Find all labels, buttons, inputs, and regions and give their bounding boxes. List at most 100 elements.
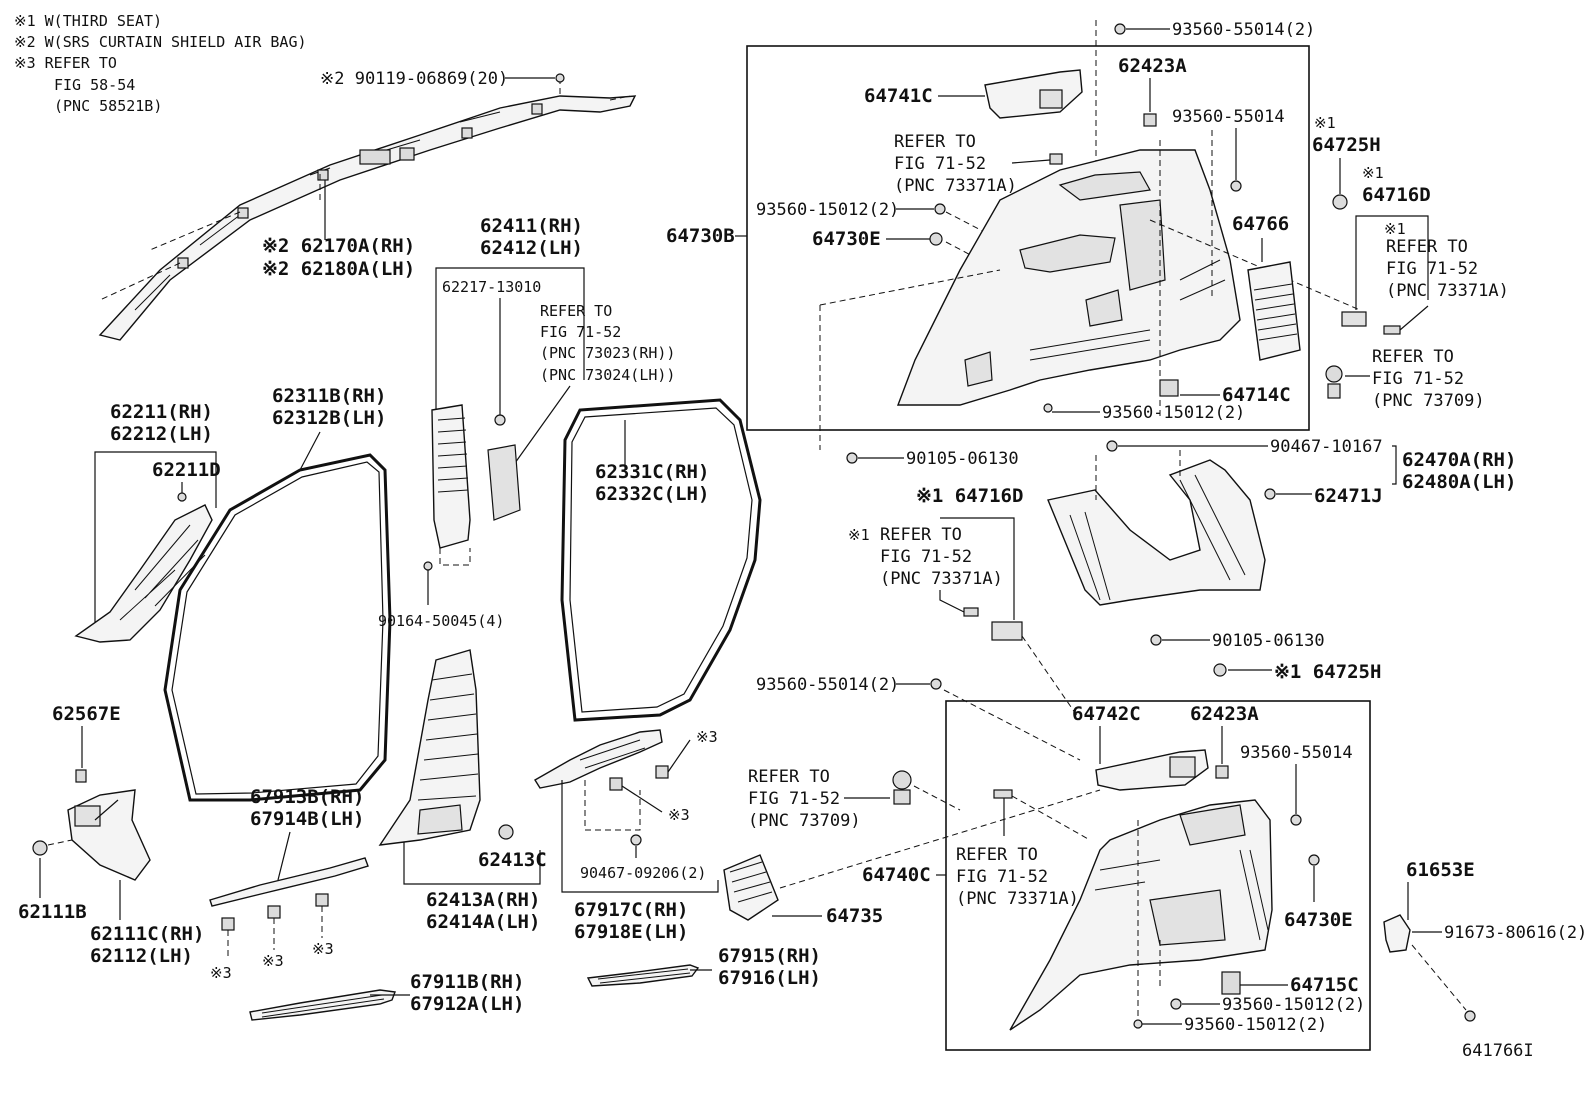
rear-weatherstrip-rh-label: 62331C(RH): [595, 461, 709, 483]
rear-scuff-rh-label: 67917C(RH): [574, 899, 688, 921]
right-64716d-label: 64716D: [1362, 184, 1431, 206]
upper-box-outer-label: 64730B: [666, 225, 735, 247]
clip-icon: [934, 203, 946, 215]
screw-icon: [32, 840, 48, 856]
lower-64742c-label: 64742C: [1072, 703, 1141, 725]
rear-scuff-ref-a: ※3: [696, 728, 718, 746]
clip-icon: [892, 770, 912, 790]
middle-64725h-label: ※1 64725H: [1274, 661, 1381, 683]
clip-icon: [1325, 365, 1343, 383]
far-right-screw-label: 91673-80616(2): [1444, 923, 1587, 943]
clip-icon: [963, 607, 979, 617]
note-2: ※2 W(SRS CURTAIN SHIELD AIR BAG): [14, 33, 307, 51]
clip-icon: [75, 769, 87, 783]
lower-refer-b-2: FIG 71-52: [956, 867, 1048, 887]
lower-64730e-label: 64730E: [1284, 909, 1353, 931]
middle-rh-label: 62470A(RH): [1402, 449, 1516, 471]
clip-icon: [315, 893, 329, 907]
right-refer-a-1: REFER TO: [1386, 237, 1468, 257]
front-pillar-garnish: 62211(RH) 62212(LH) 62211D: [74, 401, 221, 643]
front-weatherstrip-lh-label: 62312B(LH): [272, 407, 386, 429]
clip-icon: [1133, 1019, 1143, 1029]
front-scuff-rh-label: 67913B(RH): [250, 786, 364, 808]
clip-icon: [929, 232, 943, 246]
part-64741c-label: 64741C: [864, 85, 933, 107]
center-pillar-screw-label: 90164-50045(4): [378, 612, 504, 630]
clip-icon: [498, 824, 514, 840]
clip-icon: [221, 917, 235, 931]
center-pillar-rh-label: 62411(RH): [480, 215, 583, 237]
rear-scuff-clip-label: 90467-09206(2): [580, 864, 706, 882]
lower-clip-b-label: 93560-15012(2): [1184, 1015, 1327, 1035]
center-refer-2: FIG 71-52: [540, 323, 621, 341]
front-weatherstrip-rh-label: 62311B(RH): [272, 385, 386, 407]
clip-icon: [655, 765, 669, 779]
upper-clip-bottom-label: 93560-15012(2): [1102, 403, 1245, 423]
lower-62423a-label: 62423A: [1190, 703, 1259, 725]
middle-lh-label: 62480A(LH): [1402, 471, 1516, 493]
roof-rail-rh-label: ※2 62170A(RH): [262, 235, 415, 257]
note-3: ※3 REFER TO: [14, 54, 117, 72]
clip-icon: [893, 789, 911, 805]
rear-scuff-plate-rh-label: 67915(RH): [718, 945, 821, 967]
middle-refer-3: (PNC 73371A): [880, 569, 1003, 589]
right-refer-b-3: (PNC 73709): [1372, 391, 1485, 411]
far-right-61653e-label: 61653E: [1406, 859, 1475, 881]
clip-icon: [1143, 113, 1157, 127]
middle-refer-1: REFER TO: [880, 525, 962, 545]
right-side-parts: ※1 64725H ※1 64716D ※1 REFER TO FIG 71-5…: [1312, 114, 1509, 411]
roof-rail-lh-label: ※2 62180A(LH): [262, 258, 415, 280]
clip-icon: [1290, 814, 1302, 826]
part-64714c-label: 64714C: [1222, 384, 1291, 406]
clip-icon: [930, 678, 942, 690]
front-scuff-plate-rh-label: 67911B(RH): [410, 971, 524, 993]
middle-62471j-label: 62471J: [1314, 485, 1383, 507]
front-scuff-lh-label: 67914B(LH): [250, 808, 364, 830]
cowl-clip-label: 62567E: [52, 703, 121, 725]
middle-clip-90105-label: 90105-06130: [906, 449, 1019, 469]
center-refer-4: (PNC 73024(LH)): [540, 366, 675, 384]
clip-icon: [1170, 998, 1182, 1010]
clip-icon: [1383, 325, 1401, 335]
rear-weatherstrip-lh-label: 62332C(LH): [595, 483, 709, 505]
cowl-side-trim: 62567E 62111B 62111C(RH) 62112(LH): [18, 703, 204, 967]
notes-block: ※1 W(THIRD SEAT) ※2 W(SRS CURTAIN SHIELD…: [14, 12, 307, 115]
middle-64716d-part: [991, 621, 1023, 641]
middle-parts: 90105-06130 90467-10167 62470A(RH) 62480…: [756, 437, 1516, 761]
clip-icon: [177, 492, 187, 502]
front-scuff-ref-c: ※3: [312, 940, 334, 958]
clip-icon: [1150, 634, 1162, 646]
lower-pillar-clip-label: 62413C: [478, 849, 547, 871]
clip-icon: [1213, 663, 1227, 677]
part-62423a-label: 62423A: [1118, 55, 1187, 77]
lower-box-outer-label: 64740C: [862, 864, 931, 886]
lower-pillar-rh-label: 62413A(RH): [426, 889, 540, 911]
clip-icon: [993, 789, 1013, 799]
clip-icon: [1215, 765, 1229, 779]
right-refer-a-2: FIG 71-52: [1386, 259, 1478, 279]
clip-icon: [1308, 854, 1320, 866]
cowl-screw-label: 62111B: [18, 901, 87, 923]
lower-refer-a-1: REFER TO: [748, 767, 830, 787]
middle-refer-2: FIG 71-52: [880, 547, 972, 567]
lower-refer-b-1: REFER TO: [956, 845, 1038, 865]
clip-icon: [630, 834, 642, 846]
center-pillar-garnish: 62411(RH) 62412(LH) 62217-13010 REFER TO…: [378, 215, 675, 630]
clip-icon: [1264, 488, 1276, 500]
right-64725h-note: ※1: [1314, 114, 1336, 132]
upper-clip-top-label: 93560-55014(2): [1172, 20, 1315, 40]
right-refer-note: ※1: [1384, 220, 1406, 238]
middle-clip-90467-label: 90467-10167: [1270, 437, 1383, 457]
upper-clip-55014-label: 93560-55014: [1172, 107, 1285, 127]
lower-clip-a-label: 93560-15012(2): [1222, 995, 1365, 1015]
lower-refer-a-2: FIG 71-52: [748, 789, 840, 809]
right-64716d-note: ※1: [1362, 164, 1384, 182]
cowl-rh-label: 62111C(RH): [90, 923, 204, 945]
lower-pillar-lh-label: 62414A(LH): [426, 911, 540, 933]
clip-icon: [1230, 180, 1242, 192]
front-pillar-clip-label: 62211D: [152, 459, 221, 481]
middle-refer-note: ※1: [848, 526, 870, 544]
clip-icon: [494, 414, 506, 426]
center-refer-3: (PNC 73023(RH)): [540, 344, 675, 362]
